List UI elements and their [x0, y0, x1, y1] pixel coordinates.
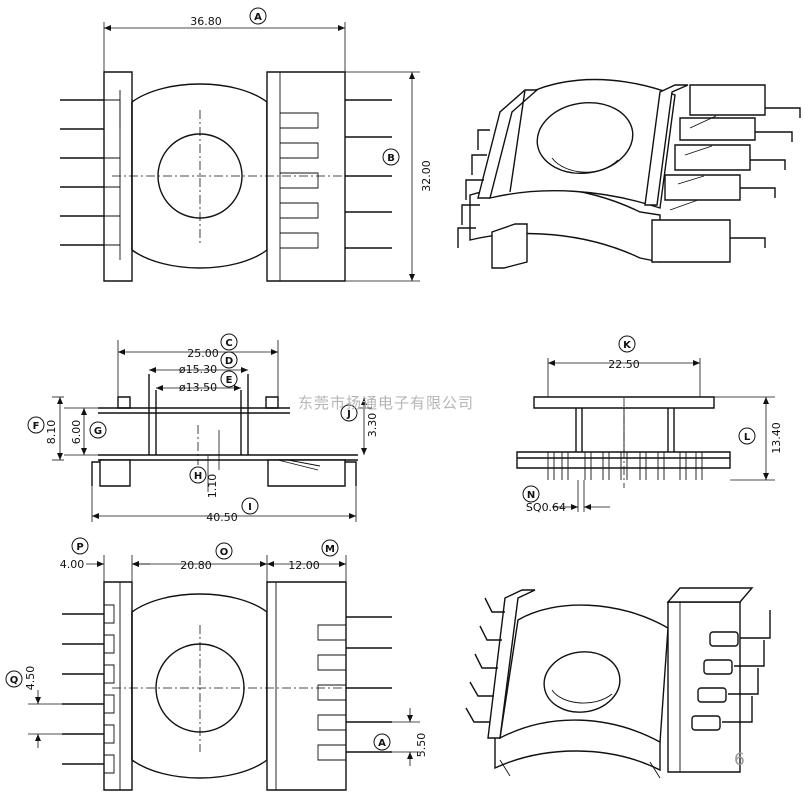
dim-pin-pitch-right: 5.50	[415, 733, 428, 758]
bottom-view: 4.00 P 20.80 O 12.00 M 4.50 Q 5.50 A	[5, 537, 428, 791]
dim-dia-inner: ø13.50	[179, 381, 217, 394]
callout-q: Q	[10, 675, 19, 686]
callout-k: K	[623, 340, 632, 351]
front-view: 25.00 C ø15.30 D ø13.50 E 6.00 8.10 F G …	[27, 333, 379, 524]
dim-base-width: 40.50	[206, 511, 238, 524]
page-number: 6	[734, 750, 745, 770]
dim-top-width: 36.80	[190, 15, 222, 28]
callout-a-bottom: A	[378, 738, 386, 749]
dim-flange-h2: 8.10	[45, 420, 58, 445]
dim-core-width: 20.80	[180, 559, 212, 572]
callout-d: D	[225, 356, 233, 367]
dim-left-flange: 4.00	[60, 558, 85, 571]
dim-flange-h1: 6.00	[70, 420, 83, 445]
callout-f: F	[33, 421, 40, 432]
dim-mid-width: 25.00	[187, 347, 219, 360]
dim-side-height: 13.40	[770, 422, 783, 454]
callout-b: B	[387, 153, 395, 164]
callout-g: G	[94, 426, 102, 437]
dim-pin-len: 1.10	[206, 474, 219, 499]
dim-dia-outer: ø15.30	[179, 363, 217, 376]
isometric-view-bottom	[465, 587, 771, 779]
top-view: 36.80 A 32.00 B	[60, 7, 433, 282]
callout-c: C	[225, 338, 232, 349]
dim-pin-square: SQ0.64	[526, 501, 566, 514]
callout-o: O	[220, 547, 229, 558]
callout-j: J	[346, 409, 351, 420]
dim-side-width: 22.50	[608, 358, 640, 371]
callout-e: E	[226, 375, 233, 386]
callout-h: H	[194, 471, 202, 482]
side-view: 22.50 K 13.40 L SQ0.64 N	[516, 335, 783, 514]
callout-p: P	[76, 542, 83, 553]
callout-m: M	[325, 544, 335, 555]
dim-pin-pitch-left: 4.50	[24, 666, 37, 691]
dim-right-block: 12.00	[288, 559, 320, 572]
callout-i: I	[248, 502, 252, 513]
dim-top-height: 32.00	[420, 160, 433, 192]
callout-a: A	[254, 12, 262, 23]
callout-l: L	[744, 432, 751, 443]
dim-side-h: 3.30	[366, 413, 379, 438]
callout-n: N	[527, 490, 535, 501]
isometric-view-top	[457, 78, 801, 269]
watermark-text: 东莞市扬通电子有限公司	[298, 394, 475, 412]
